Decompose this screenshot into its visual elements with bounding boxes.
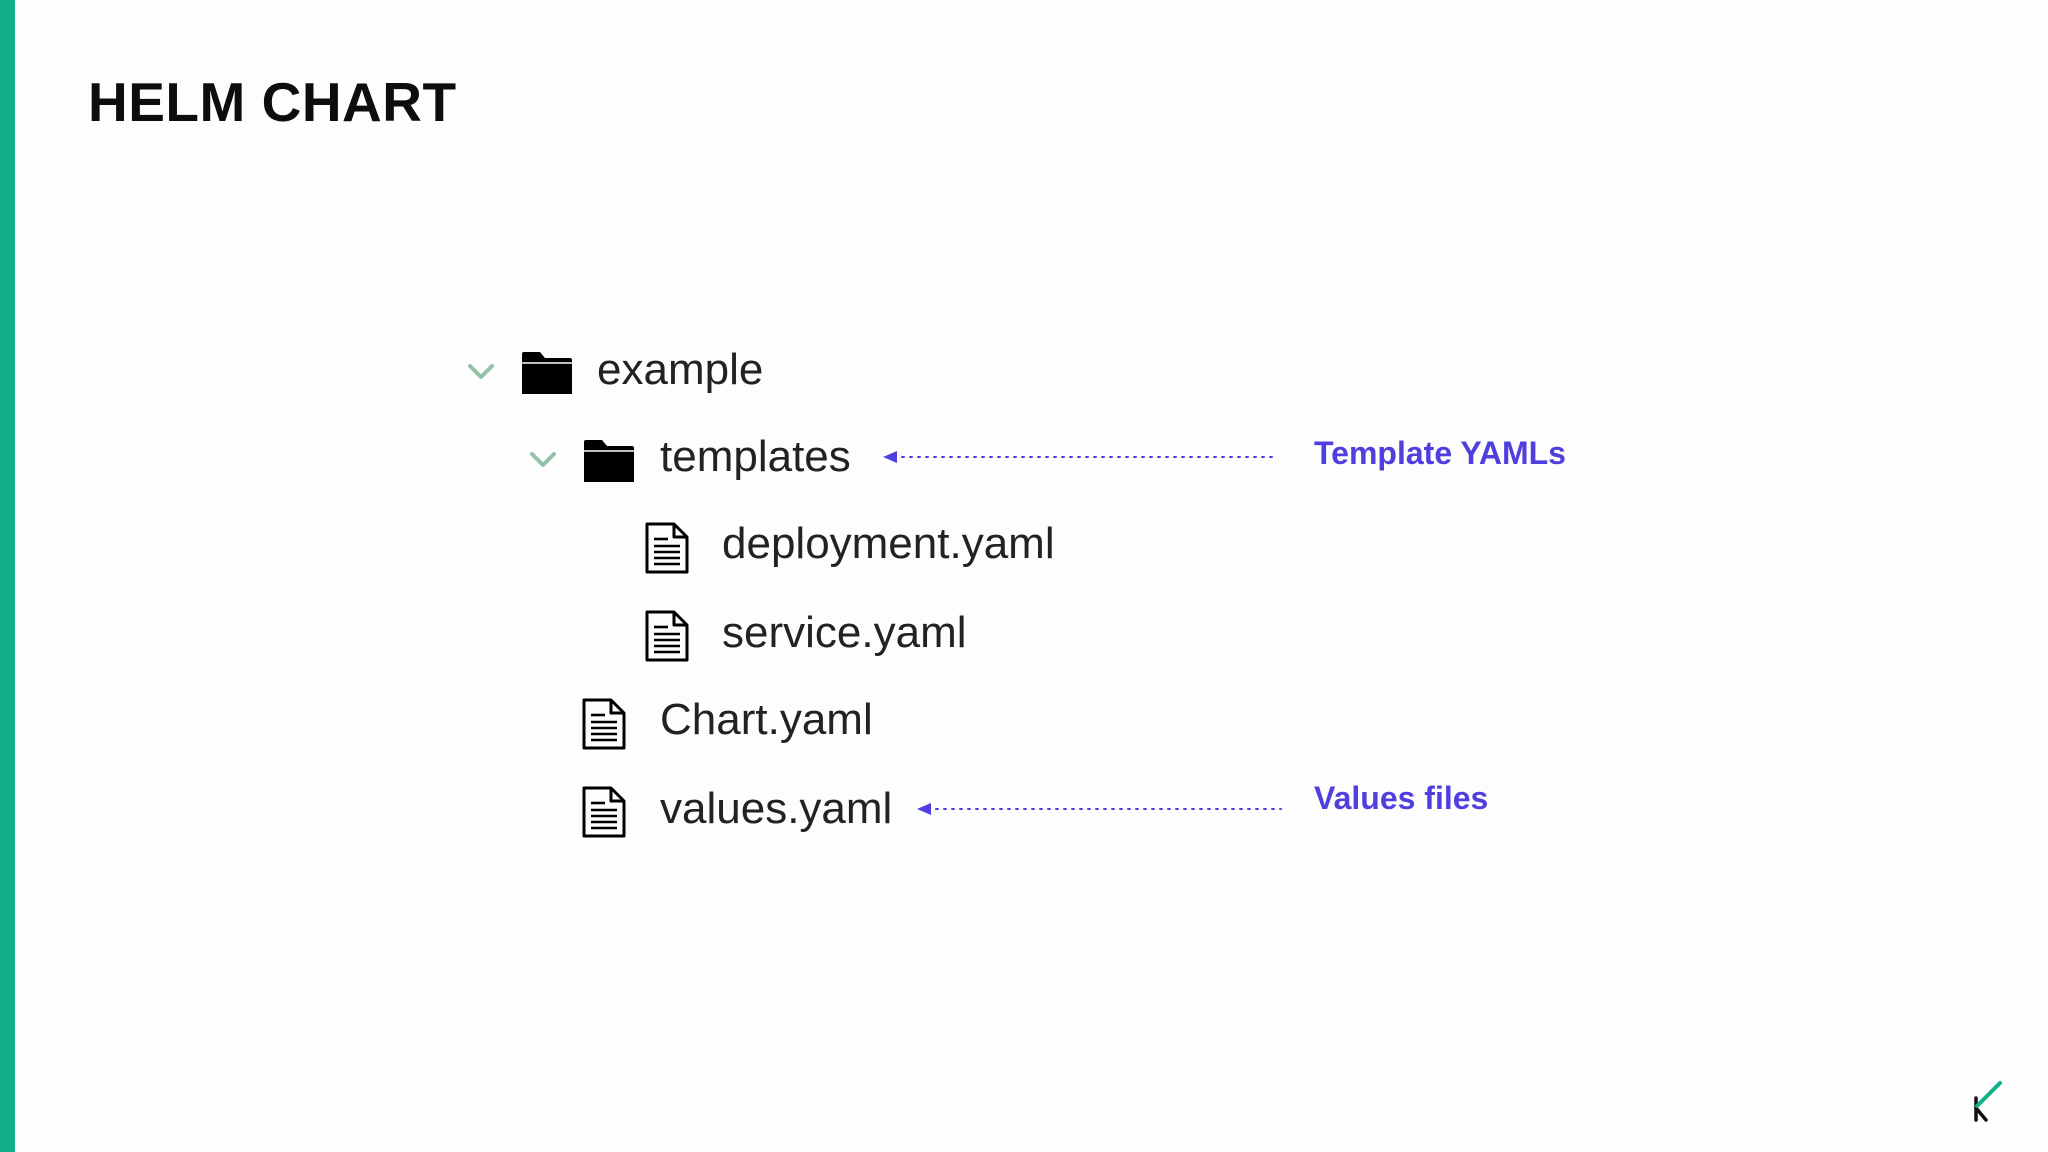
slide-title: HELM CHART bbox=[88, 71, 457, 133]
tree-item-label: values.yaml bbox=[660, 784, 893, 833]
tree-item-label: templates bbox=[660, 432, 851, 481]
tree-item-label: example bbox=[597, 345, 764, 394]
chevron-down-icon[interactable] bbox=[529, 451, 557, 469]
file-icon bbox=[582, 698, 626, 750]
file-icon bbox=[645, 522, 689, 574]
tree-item-service-yaml[interactable]: service.yaml bbox=[722, 603, 967, 663]
tree-item-label: service.yaml bbox=[722, 608, 967, 657]
tree-item-values-yaml[interactable]: values.yaml bbox=[660, 779, 892, 839]
k-logo-icon bbox=[1974, 1081, 2002, 1122]
folder-icon bbox=[522, 352, 572, 394]
templates-annotation-label: Template YAMLs bbox=[1314, 435, 1566, 471]
tree-item-label: deployment.yaml bbox=[722, 519, 1055, 568]
tree-item-templates[interactable]: templates bbox=[660, 427, 851, 487]
chevron-down-icon[interactable] bbox=[467, 363, 495, 381]
tree-item-label: Chart.yaml bbox=[660, 695, 873, 744]
values-annotation-arrow bbox=[917, 803, 1282, 815]
tree-item-chart-yaml[interactable]: Chart.yaml bbox=[660, 690, 873, 750]
values-annotation-label: Values files bbox=[1314, 780, 1489, 816]
file-icon bbox=[582, 786, 626, 838]
tree-item-example[interactable]: example bbox=[597, 340, 763, 400]
templates-annotation-arrow bbox=[883, 451, 1278, 463]
file-icon bbox=[645, 610, 689, 662]
folder-icon bbox=[584, 440, 634, 482]
accent-bar bbox=[0, 0, 15, 1152]
tree-item-deployment-yaml[interactable]: deployment.yaml bbox=[722, 514, 1055, 574]
